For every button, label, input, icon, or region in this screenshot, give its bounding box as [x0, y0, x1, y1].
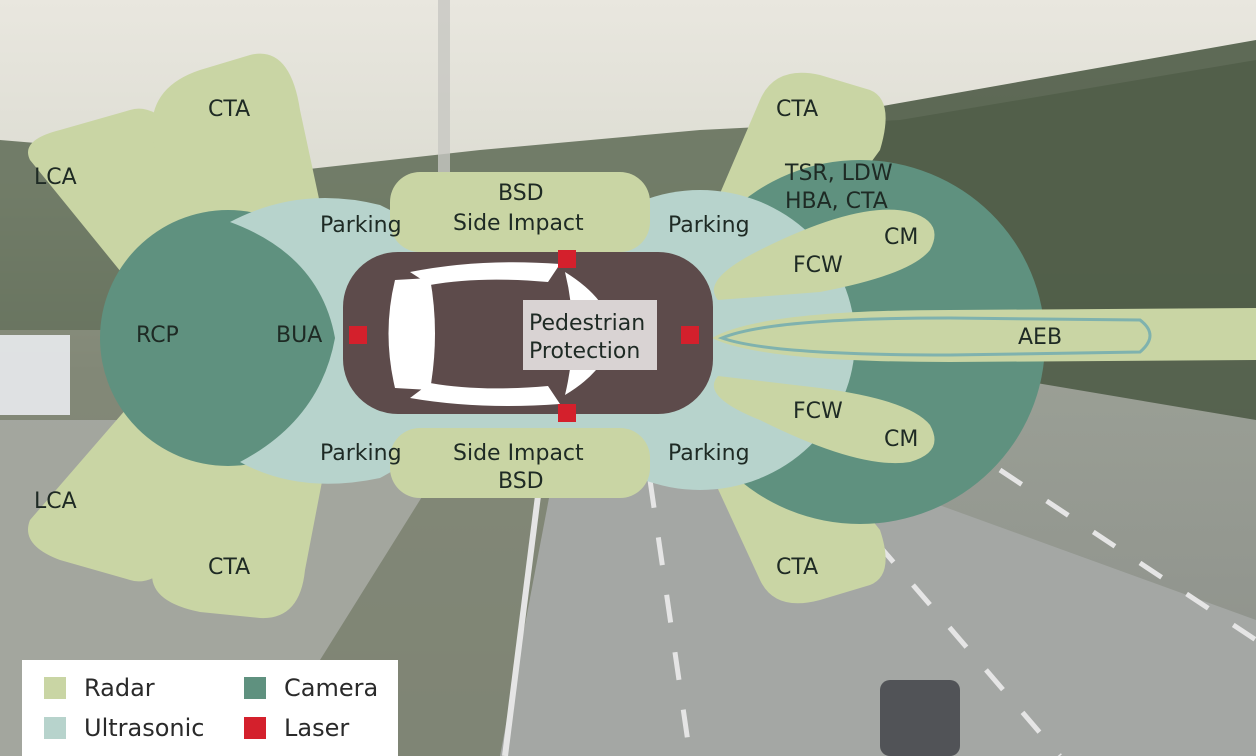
label-side-impact-bottom: Side Impact [453, 441, 584, 466]
front-radar-lobes [712, 209, 1256, 464]
bsd-top-zone [390, 172, 650, 252]
side-window-bottom [410, 383, 560, 406]
label-cta-front-top: CTA [776, 97, 818, 122]
label-bsd-bottom: BSD [498, 469, 544, 494]
label-cm-top: CM [884, 225, 918, 250]
radar-swatch [44, 677, 66, 699]
legend-item-ultrasonic: Ultrasonic [44, 712, 244, 744]
laser-sensor-bottom [558, 404, 576, 422]
label-fcw-top: FCW [793, 253, 843, 278]
laser-swatch [244, 717, 266, 739]
laser-sensor-front [681, 326, 699, 344]
fcw-cm-bottom-zone [713, 376, 935, 464]
fcw-cm-top-zone [713, 209, 935, 300]
zone-labels: CTA LCA RCP BUA Parking Parking LCA CTA … [34, 97, 1062, 580]
laser-sensors [349, 250, 699, 422]
label-tsr-ldw: TSR, LDW [784, 161, 893, 186]
label-cta-front-bottom: CTA [776, 555, 818, 580]
side-window-top [410, 262, 560, 285]
pedestrian-protection-box [523, 300, 657, 370]
label-pedestrian-line2: Protection [529, 339, 640, 364]
bsd-bottom-zone [390, 428, 650, 498]
legend-label-radar: Radar [84, 674, 155, 702]
label-lca-bottom: LCA [34, 489, 77, 514]
legend-item-camera: Camera [244, 672, 404, 704]
laser-sensor-rear [349, 326, 367, 344]
rear-camera-zone [100, 210, 356, 466]
legend-label-camera: Camera [284, 674, 379, 702]
camera-swatch [244, 677, 266, 699]
label-cta-rear-bottom: CTA [208, 555, 250, 580]
rear-window [388, 278, 435, 390]
label-pedestrian-line1: Pedestrian [529, 311, 645, 336]
label-parking-rl: Parking [320, 213, 402, 238]
label-lca-top: LCA [34, 165, 77, 190]
legend-item-radar: Radar [44, 672, 244, 704]
label-bua: BUA [276, 323, 322, 348]
label-cm-bottom: CM [884, 427, 918, 452]
label-side-impact-top: Side Impact [453, 211, 584, 236]
label-rcp: RCP [136, 323, 179, 348]
label-fcw-bottom: FCW [793, 399, 843, 424]
label-aeb: AEB [1018, 325, 1062, 350]
laser-sensor-top [558, 250, 576, 268]
ultrasonic-swatch [44, 717, 66, 739]
legend-item-laser: Laser [244, 712, 404, 744]
legend-label-ultrasonic: Ultrasonic [84, 714, 205, 742]
label-parking-fr: Parking [668, 441, 750, 466]
label-parking-rr: Parking [320, 441, 402, 466]
label-bsd-top: BSD [498, 181, 544, 206]
label-parking-fl: Parking [668, 213, 750, 238]
legend-label-laser: Laser [284, 714, 350, 742]
side-radar-zones [390, 172, 650, 498]
legend: Radar Camera Ultrasonic Laser [22, 660, 398, 756]
label-hba-cta: HBA, CTA [785, 189, 888, 214]
label-cta-rear-top: CTA [208, 97, 250, 122]
